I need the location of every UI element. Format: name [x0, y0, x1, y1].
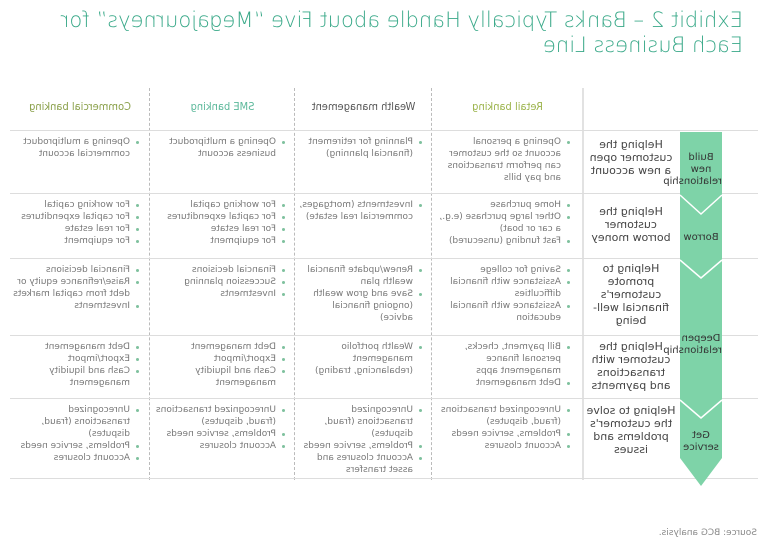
list-item: Renew/update financial wealth plan: [297, 264, 413, 288]
list-item: Opening a multiproduct commercial accoun…: [12, 136, 130, 160]
list-item: For real estate: [12, 223, 130, 235]
table-cell: Bill payment, checks, personal finance m…: [435, 341, 573, 389]
list-item: Unrecognized transactions (fraud, disput…: [12, 404, 130, 440]
table-cell: Unrecognized transactions (fraud, disput…: [12, 404, 142, 464]
list-item: Other large purchase (e.g., a car or boa…: [435, 211, 561, 235]
chevron-divider: [679, 399, 723, 419]
table-cell: Opening a multiproduct commercial accoun…: [12, 136, 142, 160]
list-item: Succession planning: [153, 276, 276, 288]
list-item: Cash and liquidity management: [153, 365, 276, 389]
list-item: Account closures: [12, 452, 130, 464]
list-item: Cash and liquidity management: [12, 365, 130, 389]
list-item: Unrecognized transactions (fraud, disput…: [435, 404, 561, 428]
list-item: Unrecognized transactions (fraud, disput…: [297, 404, 413, 440]
table-cell: Opening a personal account so the custom…: [435, 136, 573, 184]
list-item: Debt management: [12, 341, 130, 353]
journey-label: Helping the customer borrow money: [591, 205, 671, 244]
list-item: Planning for retirement (financial plann…: [297, 136, 413, 160]
list-item: Export/import: [12, 353, 130, 365]
list-item: For capital expenditures: [12, 211, 130, 223]
list-item: Account closures: [435, 440, 561, 452]
list-item: Opening a multiproduct business account: [153, 136, 276, 160]
list-item: Fast funding (unsecured): [435, 235, 561, 247]
list-item: For capital expenditures: [153, 211, 276, 223]
journey-label: Helping the customer open a new account: [589, 138, 673, 177]
list-item: Home purchase: [435, 199, 561, 211]
table-cell: Opening a multiproduct business account: [153, 136, 288, 160]
list-item: Opening a personal account so the custom…: [435, 136, 561, 184]
chevron-divider: [679, 194, 723, 216]
list-item: Problems, service needs: [435, 428, 562, 440]
list-item: Wealth portfolio management (rebalancing…: [297, 341, 413, 377]
stage-arrow: [680, 132, 722, 486]
stage-label: Deepen relationship: [663, 333, 722, 356]
list-item: Export/import: [153, 353, 276, 365]
list-item: Bill payment, checks, personal finance m…: [435, 341, 561, 377]
journey-label: Helping the customer with transactions a…: [591, 340, 671, 392]
list-item: Assistance with financial education: [435, 300, 561, 324]
table-cell: Wealth portfolio management (rebalancing…: [297, 341, 425, 377]
list-item: Financial decisions: [12, 264, 130, 276]
list-item: Account closures and asset transfers: [297, 452, 413, 476]
table-cell: Unrecognized transactions (fraud, disput…: [153, 404, 288, 452]
list-item: Raise/refinance equity or debt from capi…: [13, 277, 130, 299]
list-item: Debt management: [153, 341, 276, 353]
list-item: Debt management: [435, 377, 561, 389]
list-item: Financial decisions: [153, 264, 276, 276]
list-item: For working capital: [12, 199, 130, 211]
list-item: Investments: [12, 300, 130, 312]
journey-label: Helping to promote customer's financial …: [593, 262, 669, 327]
journey-label: Helping to solve the customer's problems…: [586, 404, 676, 456]
list-item: For equipment: [153, 235, 276, 247]
table-cell: Planning for retirement (financial plann…: [297, 136, 425, 160]
list-item: Unrecognized transactions (fraud, disput…: [153, 404, 276, 428]
list-item: Account closures: [153, 440, 276, 452]
list-item: Problems, service needs: [297, 440, 414, 452]
stage-label: Build new relationship: [663, 152, 722, 187]
list-item: For real estate: [153, 223, 276, 235]
stage-label: Borrow: [683, 232, 719, 243]
list-item: Assistance with financial difficulties: [435, 276, 561, 300]
source-note: Source: BCG analysis.: [658, 528, 757, 538]
table-cell: Unrecognized transactions (fraud, disput…: [435, 404, 573, 452]
chevron-divider: [679, 259, 723, 279]
table-cell: Investments (mortgages, commercial real …: [297, 199, 425, 223]
list-item: Problems, service needs: [12, 440, 131, 452]
list-item: Investments (mortgages, commercial real …: [297, 199, 413, 223]
list-item: Saving for college: [435, 264, 561, 276]
table-cell: Unrecognized transactions (fraud, disput…: [297, 404, 425, 476]
list-item: Save and grow wealth (ongoing financial …: [297, 288, 413, 324]
list-item: Problems, service needs: [153, 428, 277, 440]
stage-label: Get service: [683, 430, 719, 453]
list-item: For equipment: [12, 235, 130, 247]
list-item: For working capital: [153, 199, 276, 211]
list-item: Investments: [153, 288, 276, 300]
